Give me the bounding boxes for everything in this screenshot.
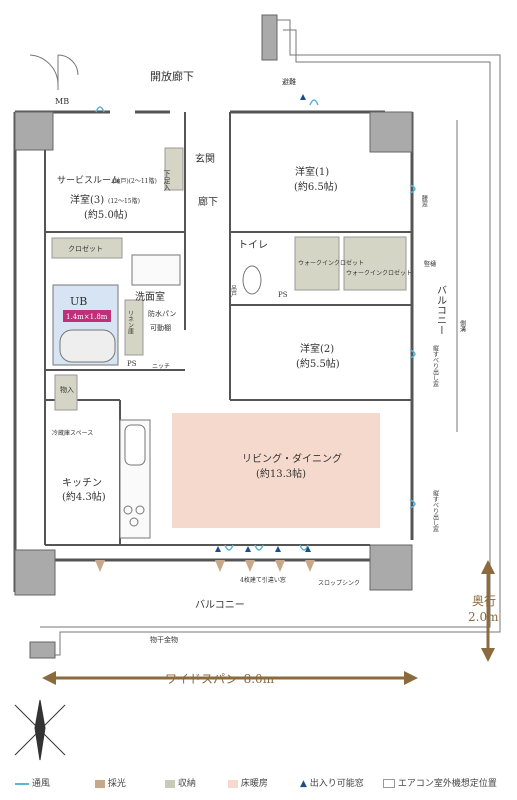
balcony-outline [30,19,501,656]
columns [14,14,413,659]
label-balcony-bottom: バルコニー [195,599,245,611]
floor-heating-area [172,413,380,528]
label-side-window1: 腰窓 [421,195,428,207]
sink-icon [124,424,146,466]
span-arrow [42,671,418,685]
label-room3-note: (12〜15階) [108,197,140,205]
label-ub: UB [70,295,87,308]
label-upper: 吊戸 [230,285,237,298]
label-escape: 避難 [282,77,296,86]
daylight-icon [95,779,105,788]
label-wic1: ウォークインクロゼット [298,259,364,267]
storage-icon [165,779,175,788]
label-mb: MB [55,97,69,106]
label-washroom: 洗面室 [135,290,165,303]
label-side-window2: 縦すべり出し窓 [432,344,439,387]
storage-areas [51,147,407,411]
label-entrance: 玄関 [195,152,215,165]
label-depth: 奥行 [472,594,496,608]
label-linen: リネン庫 [127,310,134,335]
label-hall: 廊下 [198,195,218,208]
legend-daylight: 採光 [95,776,126,789]
toilet-icon [242,265,262,295]
legend-ac-unit: エアコン室外機想定位置 [383,776,497,789]
label-side-window3: 縦すべり出し窓 [432,489,439,532]
label-shelf: 可動棚 [150,323,171,332]
label-corridor: 開放廊下 [150,69,194,83]
top-door [29,54,79,90]
label-room3-size: (約5.0帖) [84,208,128,221]
label-toilet: トイレ [238,240,268,251]
label-ps: PS [127,360,137,368]
label-fridge: 冷蔵庫スペース [52,429,93,437]
label-shoes: 下足入 [163,170,171,191]
label-room3: 洋室(3) [70,193,104,206]
legend-door-window: ▲ 出入り可能窓 [300,779,364,789]
door-window-markers [215,94,311,552]
label-ld-size: (約13.3帖) [256,467,306,480]
label-window-note: 4枚建て引違い窓 [240,576,286,584]
label-room1-size: (約6.5帖) [294,180,338,193]
label-service-room: サービスルーム [57,175,120,186]
label-room2-size: (約5.5帖) [296,357,340,370]
depth-arrow [481,560,495,662]
label-ub-size: 1.4m×1.8m [66,313,108,321]
label-closet: クロゼット [68,244,103,253]
door-window-icon: ▲ [300,779,307,789]
daylight-markers [95,560,315,572]
ub-size-badge [63,310,111,322]
label-gutter: 竪樋 [424,260,436,268]
legend-ventilation: 通風 [15,776,50,789]
stove-icon [123,505,145,527]
ventilation-markers [95,99,416,551]
label-service-room-note: (納戸)(2〜11階) [112,177,157,185]
north-arrow-icon [14,699,66,761]
bathtub-icon [59,329,116,363]
label-pan: 防水パン [148,309,176,318]
label-room2: 洋室(2) [300,342,334,355]
label-side-gutter: 側溝 [459,319,466,333]
label-drying-rack: 物干金物 [150,635,178,644]
label-ps2: PS [278,291,288,299]
label-balcony-side: バルコニー [435,285,447,335]
label-room1: 洋室(1) [295,165,329,178]
legend: 通風 採光 収納 床暖房 ▲ 出入り可能窓 エアコン室外機想定位置 [0,770,517,794]
ventilation-icon [15,782,29,785]
label-kitchen: キッチン [62,477,102,489]
floor-heating-icon [228,779,238,788]
label-slop-sink: スロップシンク [318,580,360,587]
legend-floor-heating: 床暖房 [228,776,268,789]
label-niche: ニッチ [152,363,170,370]
label-kitchen-size: (約4.3帖) [62,490,106,503]
washbasin-icon [131,254,181,286]
legend-storage: 収納 [165,776,196,789]
ac-unit-icon [383,779,395,788]
exterior-walls [13,110,414,592]
label-wic2: ウォークインクロゼット [346,269,412,277]
label-ld: リビング・ダイニング [242,452,342,465]
label-depth-value: 2.0m [468,610,499,624]
label-storage: 物入 [60,385,74,394]
interior-walls [44,112,412,546]
